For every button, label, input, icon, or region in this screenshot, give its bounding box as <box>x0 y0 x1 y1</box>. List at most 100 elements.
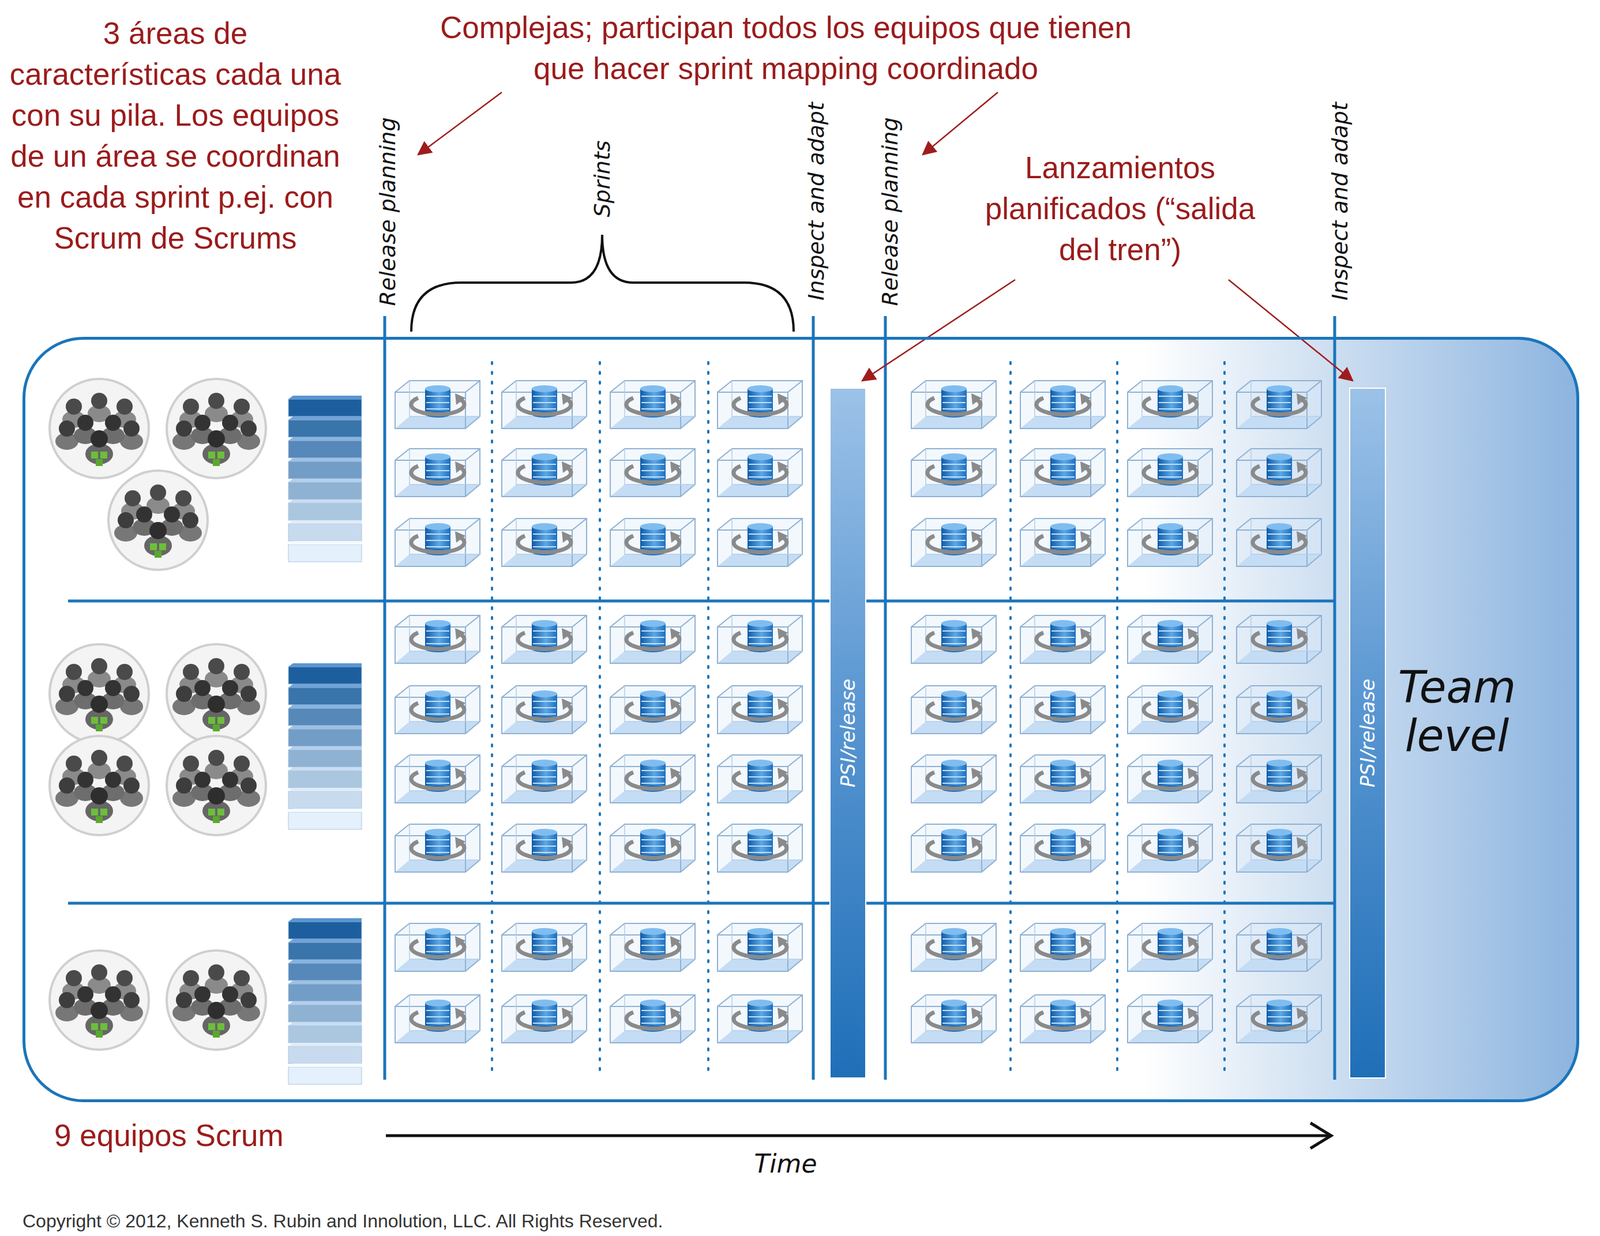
sprint-icon <box>501 824 587 873</box>
scrum-team-icon <box>108 470 208 570</box>
sprint-icon <box>1127 380 1213 429</box>
backlog-item-top <box>288 980 362 984</box>
sprint-icon <box>610 615 696 664</box>
backlog-item-top <box>288 478 362 483</box>
backlog-item-top <box>288 457 362 462</box>
sprint-icon <box>717 685 803 734</box>
sprint-icon <box>1020 380 1106 429</box>
sprint-icon <box>610 685 696 734</box>
sprint-icon <box>501 615 587 664</box>
phase-label: Inspect and adapt <box>803 102 829 301</box>
sprints-brace <box>411 234 794 332</box>
backlog-item <box>288 419 362 438</box>
backlog-item-top <box>288 939 362 943</box>
sprint-icon <box>501 518 587 567</box>
scrum-team-icon <box>166 950 266 1050</box>
scrum-team-icon <box>166 644 266 744</box>
sprint-icon <box>911 380 997 429</box>
sprint-icon <box>1236 615 1322 664</box>
sprint-icon <box>395 685 480 734</box>
backlog-item <box>288 921 362 940</box>
sprint-icon <box>395 380 480 429</box>
backlog-item <box>288 440 362 458</box>
sprint-icon <box>501 994 587 1043</box>
sprint-icon <box>610 994 696 1043</box>
sprint-icon <box>717 518 803 567</box>
sprint-icon <box>501 685 587 734</box>
sprint-icon <box>610 448 696 497</box>
backlog-item <box>288 502 362 521</box>
swimlane-dividers <box>68 601 1335 904</box>
sprint-icon <box>1020 448 1106 497</box>
sprint-icon <box>911 448 997 497</box>
sprint-icon <box>395 448 480 497</box>
sprint-icon <box>1236 755 1322 803</box>
sprint-icon <box>1020 755 1106 803</box>
scrum-team-icon <box>49 644 149 744</box>
backlog-item <box>288 523 362 542</box>
scrum-team-icon <box>166 378 266 479</box>
sprint-icon <box>1020 994 1106 1043</box>
backlog-item <box>288 791 362 809</box>
product-backlog <box>288 918 362 1085</box>
backlog-item <box>288 812 362 830</box>
sprint-icon <box>911 755 997 803</box>
sprint-icon <box>717 755 803 803</box>
backlog-stacks <box>288 395 362 1085</box>
sprint-icon <box>1236 923 1322 972</box>
sprint-icon <box>717 615 803 664</box>
sprint-icon <box>501 448 587 497</box>
backlog-item <box>288 983 362 1002</box>
sprint-icon <box>610 518 696 567</box>
backlog-item <box>288 666 362 685</box>
sprint-icon <box>1236 448 1322 497</box>
bar-label: PSI/release <box>1356 678 1380 788</box>
backlog-item <box>288 942 362 960</box>
sprint-icon <box>911 685 997 734</box>
time-arrow <box>385 1122 1332 1149</box>
backlog-item-top <box>288 746 362 750</box>
backlog-item-top <box>288 1042 362 1047</box>
backlog-item <box>288 687 362 705</box>
bar-label: PSI/release <box>836 678 860 788</box>
backlog-item <box>288 399 362 417</box>
backlog-item-top <box>288 416 362 420</box>
phase-label: Release planning <box>877 117 903 306</box>
backlog-item-top <box>288 725 362 730</box>
sprint-icon <box>501 380 587 429</box>
sprint-icon <box>395 994 480 1043</box>
sprint-icon <box>1127 923 1213 972</box>
product-backlog <box>288 395 362 562</box>
sprint-icon <box>610 755 696 803</box>
sprint-icon <box>717 380 803 429</box>
sprint-icon <box>501 923 587 972</box>
backlog-item <box>288 749 362 768</box>
backlog-item-top <box>288 1022 362 1026</box>
backlog-item-top <box>288 663 362 667</box>
sprint-icon <box>1127 685 1213 734</box>
frame-ground <box>22 336 1580 1103</box>
phase-label: Inspect and adapt <box>1327 102 1353 301</box>
sprint-icon <box>1127 824 1213 873</box>
sprint-icon <box>911 923 997 972</box>
backlog-item-top <box>288 959 362 964</box>
sprint-icon <box>1127 448 1213 497</box>
backlog-item <box>288 770 362 788</box>
sprint-icon <box>1127 615 1213 664</box>
sprint-icon <box>911 994 997 1043</box>
backlog-item-top <box>288 704 362 709</box>
backlog-item-top <box>288 499 362 503</box>
psi-release-bar: PSI/release <box>829 387 867 1079</box>
psi-release-bar: PSI/release <box>1349 387 1387 1079</box>
backlog-item <box>288 1046 362 1064</box>
sprint-icon <box>911 615 997 664</box>
sprint-icon <box>1020 923 1106 972</box>
backlog-item <box>288 461 362 479</box>
callout-note: 3 áreas de características cada una con … <box>4 12 347 259</box>
backlog-item <box>288 708 362 726</box>
sprint-icon <box>1020 824 1106 873</box>
sprint-icon <box>717 923 803 972</box>
sprint-icon <box>911 824 997 873</box>
backlog-item-top <box>288 395 362 400</box>
backlog-item-top <box>288 808 362 813</box>
